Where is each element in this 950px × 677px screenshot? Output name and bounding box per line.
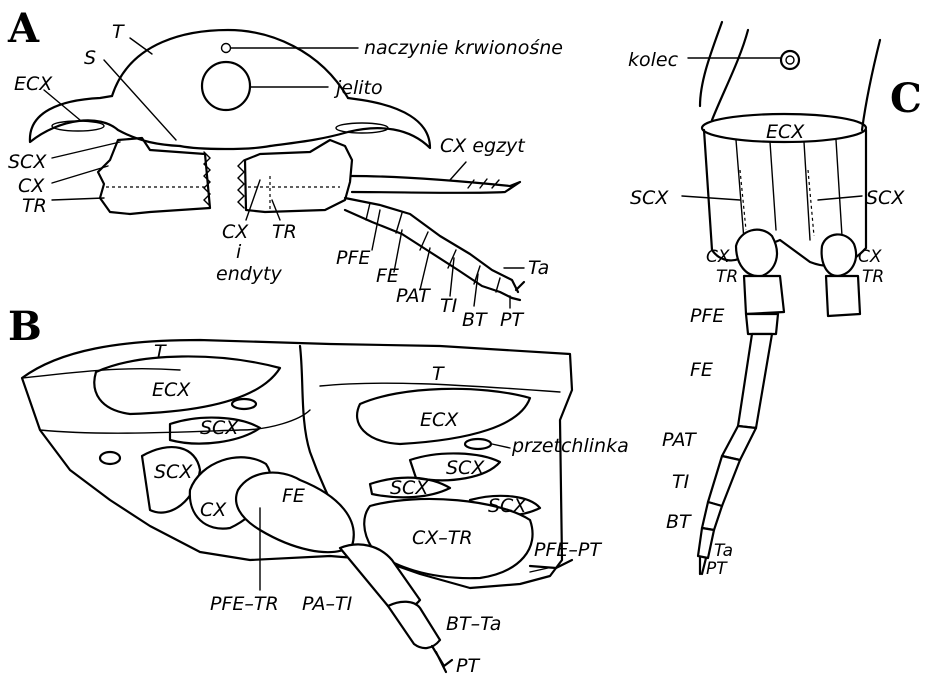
b-pfe-pt-stub [530, 560, 572, 568]
panel-b: B T T ECX [8, 303, 629, 677]
b-label-SCX3: SCX [446, 457, 485, 479]
b-label-SCX2: SCX [154, 461, 193, 483]
a-sternal-line [180, 146, 270, 149]
panel-a: A [7, 5, 563, 331]
panel-b-label: B [8, 303, 42, 350]
panel-a-label: A [7, 5, 40, 52]
c-label-FE: FE [690, 359, 713, 381]
a-telopodite [345, 198, 518, 298]
c-right-lobe [862, 40, 880, 130]
a-label-SCX: SCX [8, 151, 47, 173]
b-label-PFEPT: PFE–PT [534, 539, 602, 561]
b-label-ECX2: ECX [420, 409, 459, 431]
c-tarsus [698, 528, 714, 558]
b-label-SCX1: SCX [200, 417, 239, 439]
a-label-FE: FE [376, 265, 399, 287]
a-label-cx-endites-3: endyty [216, 263, 282, 285]
c-left-lobe-inner [712, 30, 748, 120]
b-label-SCX4: SCX [390, 477, 429, 499]
b-label-CXTR: CX–TR [412, 527, 473, 549]
a-label-vessel: naczynie krwionośne [364, 37, 563, 59]
a-label-TR: TR [22, 195, 47, 217]
c-left-lobe [700, 22, 722, 106]
a-label-gut: jelito [333, 77, 383, 99]
b-spiracle-1 [232, 399, 256, 409]
c-label-TI: TI [672, 471, 690, 493]
a-label-ECX: ECX [14, 73, 53, 95]
c-tibia [708, 456, 740, 506]
c-label-PFE: PFE [690, 305, 724, 327]
panel-c-label: C [890, 75, 922, 122]
c-femur [738, 334, 772, 428]
b-label-FE: FE [282, 485, 305, 507]
b-label-CX: CX [200, 499, 227, 521]
a-tergite-outline [112, 30, 348, 98]
c-label-CX-left: CX [706, 247, 730, 267]
a-label-T: T [112, 21, 125, 43]
c-spine-outer [781, 51, 799, 69]
c-label-TR-right: TR [862, 267, 884, 287]
c-label-CX-right: CX [858, 247, 882, 267]
b-label-ECX1: ECX [152, 379, 191, 401]
a-label-cx-endites-2: i [236, 241, 242, 263]
c-label-ECX: ECX [766, 121, 805, 143]
a-label-PT: PT [500, 309, 524, 331]
b-label-PT: PT [456, 655, 480, 677]
c-label-SCX-right: SCX [866, 187, 905, 209]
b-label-PFETR: PFE–TR [210, 593, 279, 615]
c-spine-inner [786, 56, 794, 64]
c-patella [722, 426, 756, 460]
b-label-T2: T [432, 363, 445, 385]
b-label-T1: T [154, 341, 167, 363]
a-leaders [44, 38, 524, 308]
c-left-coxa [736, 230, 777, 277]
panel-c: C kolec ECX SCX [628, 22, 922, 579]
c-prefemur [746, 314, 778, 334]
a-label-CX: CX [18, 175, 45, 197]
c-label-Ta: Ta [714, 541, 733, 561]
a-label-PAT: PAT [396, 285, 431, 307]
c-right-coxa [822, 234, 856, 276]
a-label-Ta: Ta [528, 257, 549, 279]
a-label-TR2: TR [272, 221, 297, 243]
a-label-BT: BT [462, 309, 488, 331]
c-label-PT: PT [706, 559, 728, 579]
c-label-SCX-left: SCX [630, 187, 669, 209]
c-label-spine: kolec [628, 49, 679, 71]
c-scx-dashes [740, 170, 814, 236]
a-label-cx-endites-1: CX [222, 221, 249, 243]
b-bt-ta [388, 602, 440, 648]
b-spiracle-3 [465, 439, 491, 449]
c-right-trochanter [826, 276, 860, 316]
a-label-exite: CX egzyt [440, 135, 526, 157]
b-pretarsus [432, 646, 452, 672]
c-label-PAT: PAT [662, 429, 697, 451]
c-left-trochanter [744, 276, 784, 314]
b-label-PATI: PA–TI [302, 593, 353, 615]
a-label-S: S [84, 47, 96, 69]
c-scx-folds [736, 140, 842, 240]
a-right-endites [238, 160, 244, 208]
b-label-spiracle: przetchlinka [511, 435, 629, 457]
a-left-coxa [98, 138, 210, 214]
a-left-pleural-fold [30, 96, 180, 146]
a-blood-vessel [222, 44, 231, 53]
c-label-TR-left: TR [716, 267, 738, 287]
a-label-PFE: PFE [336, 247, 370, 269]
b-label-SCX5: SCX [488, 495, 527, 517]
c-basitarsus [702, 502, 722, 530]
c-label-BT: BT [666, 511, 692, 533]
b-label-BTTa: BT–Ta [446, 613, 501, 635]
a-label-TI: TI [440, 295, 458, 317]
a-gut [202, 62, 250, 110]
b-spiracle-2 [100, 452, 120, 464]
a-right-coxa [245, 140, 352, 212]
